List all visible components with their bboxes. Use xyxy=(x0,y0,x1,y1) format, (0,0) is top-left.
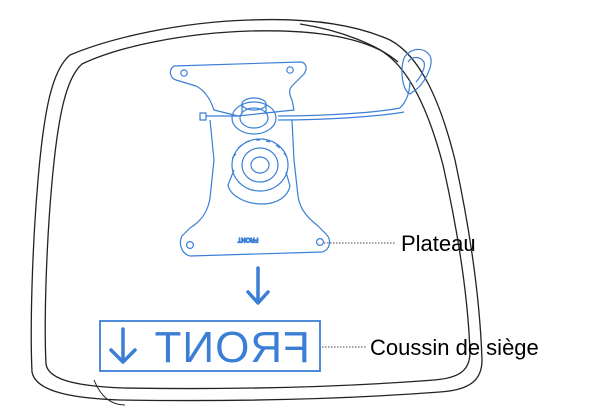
front-arrow-icon xyxy=(109,327,137,364)
cushion-front-marking: FRONT xyxy=(99,320,321,372)
plate-leader: Plateau xyxy=(324,231,476,256)
seat-cushion-outline xyxy=(30,18,483,406)
front-marking-text: FRONT xyxy=(153,323,310,372)
cushion-label: Coussin de siège xyxy=(370,335,539,360)
cushion-leader: Coussin de siège xyxy=(322,335,539,360)
plate-front-marking: FRONT xyxy=(237,236,258,242)
plate-label: Plateau xyxy=(401,231,476,256)
seat-plate: FRONT xyxy=(169,48,432,257)
arrow-down-icon xyxy=(246,266,270,305)
